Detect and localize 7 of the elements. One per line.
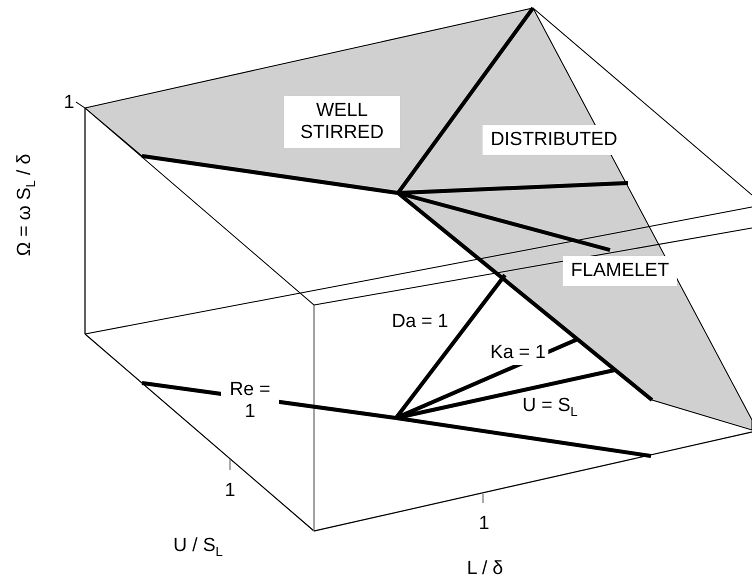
- region-label: FLAMELET: [562, 256, 678, 286]
- axis-title: U / S$_{L}$: [173, 535, 223, 557]
- axis-title: L / δ: [466, 558, 504, 580]
- region-label: WELL STIRRED: [284, 96, 400, 148]
- tick-label: 1: [478, 513, 490, 535]
- tick-label: 1: [224, 480, 236, 502]
- tick-label: 1: [64, 92, 74, 114]
